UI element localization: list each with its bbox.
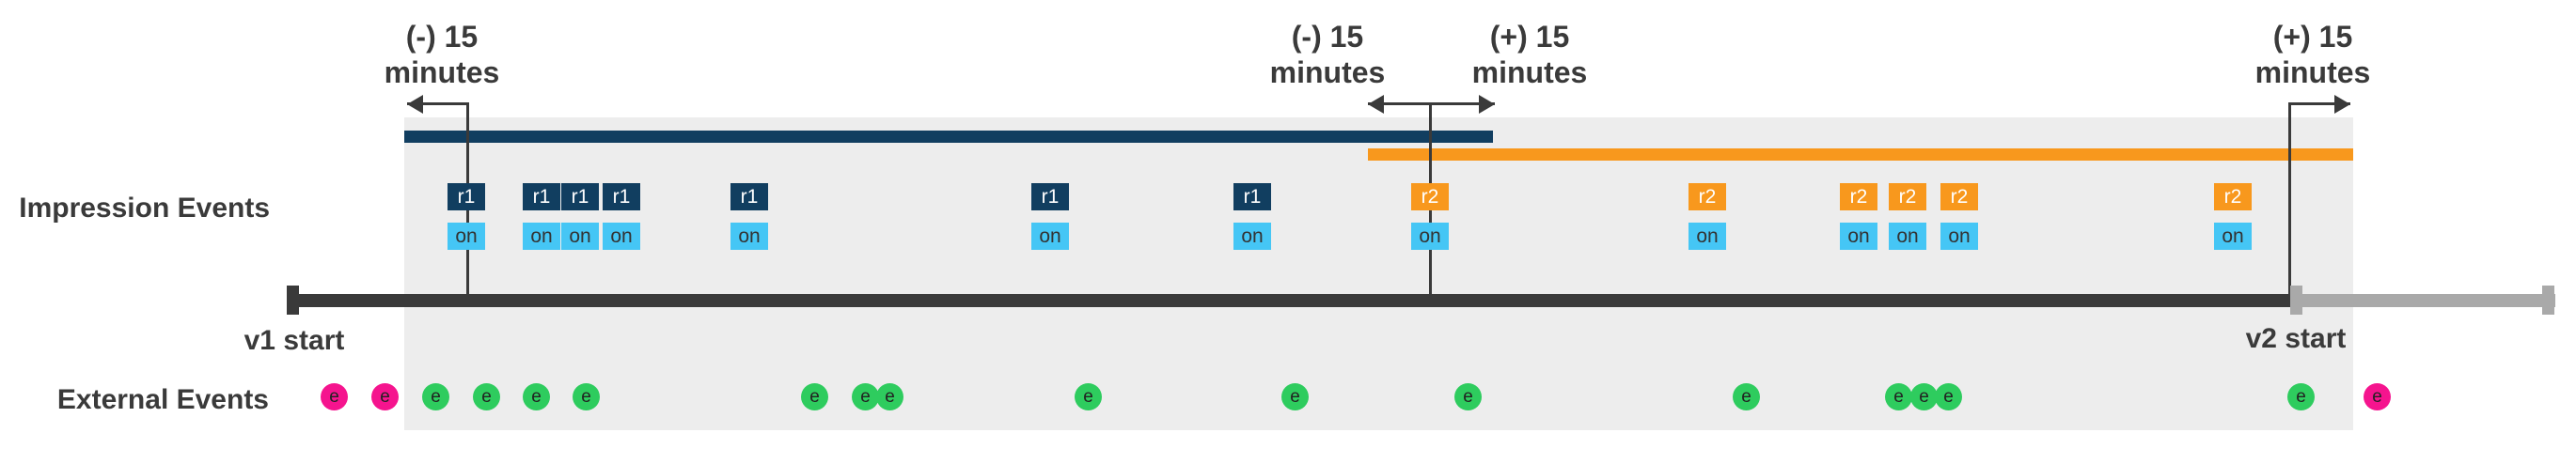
- arrow-head-right-icon: [2334, 95, 2350, 114]
- impression-badge-r1: r1: [561, 183, 599, 210]
- external-event-dot-pink: e: [371, 383, 399, 410]
- arrow-head-left-icon: [1368, 95, 1384, 114]
- external-event-dot-green: e: [1935, 383, 1962, 410]
- offset-annotation-line2: minutes: [384, 55, 500, 89]
- external-event-dot-green: e: [1281, 383, 1309, 410]
- offset-arrow-line: [1368, 102, 1495, 105]
- v2-start-label: v2 start: [2245, 323, 2347, 354]
- impression-badge-r2: r2: [1411, 183, 1449, 210]
- external-event-dot-green: e: [876, 383, 903, 410]
- offset-arrow-line: [407, 102, 467, 105]
- external-event-dot-green: e: [1075, 383, 1102, 410]
- v1-timeline: [287, 294, 2292, 307]
- external-event-dot-green: e: [1733, 383, 1760, 410]
- impression-on-badge: on: [561, 223, 599, 250]
- impression-on-badge: on: [1031, 223, 1069, 250]
- impression-badge-r2: r2: [1840, 183, 1877, 210]
- impression-badge-r1: r1: [730, 183, 768, 210]
- impression-on-badge: on: [603, 223, 640, 250]
- impression-badge-r1: r1: [1233, 183, 1271, 210]
- analysis-window-panel: [404, 117, 2353, 430]
- external-event-dot-green: e: [852, 383, 879, 410]
- impression-on-badge: on: [1940, 223, 1978, 250]
- external-event-dot-green: e: [523, 383, 550, 410]
- arrow-head-left-icon: [407, 95, 423, 114]
- impression-badge-r2: r2: [1689, 183, 1726, 210]
- offset-annotation-line2: minutes: [1269, 55, 1386, 89]
- offset-annotation-line1: (-) 15: [405, 20, 479, 54]
- impression-on-badge: on: [448, 223, 485, 250]
- offset-arrow-line: [2289, 102, 2350, 105]
- external-events-row-label: External Events: [56, 384, 269, 415]
- impression-badge-r1: r1: [603, 183, 640, 210]
- timeline-end-tick: [2542, 286, 2554, 315]
- impression-on-badge: on: [730, 223, 768, 250]
- external-event-dot-green: e: [422, 383, 449, 410]
- impression-events-row-label: Impression Events: [19, 193, 270, 224]
- impression-badge-r1: r1: [1031, 183, 1069, 210]
- v2-start-tick: [2290, 286, 2302, 315]
- impression-on-badge: on: [1411, 223, 1449, 250]
- external-event-dot-green: e: [1454, 383, 1482, 410]
- impression-on-badge: on: [1840, 223, 1877, 250]
- v2-timeline: [2290, 294, 2555, 307]
- offset-annotation-line2: minutes: [1471, 55, 1588, 89]
- external-event-dot-pink: e: [2364, 383, 2391, 410]
- external-event-dot-green: e: [1885, 383, 1912, 410]
- external-event-dot-green: e: [801, 383, 828, 410]
- offset-annotation-line2: minutes: [2254, 55, 2371, 89]
- impression-on-badge: on: [523, 223, 560, 250]
- external-event-dot-green: e: [1910, 383, 1938, 410]
- impression-badge-r2: r2: [2214, 183, 2252, 210]
- impression-on-badge: on: [2214, 223, 2252, 250]
- v1-start-tick: [287, 286, 299, 315]
- v1-start-label: v1 start: [243, 325, 345, 356]
- offset-guide-line: [2288, 102, 2291, 295]
- offset-annotation-line1: (+) 15: [2272, 20, 2353, 54]
- impression-on-badge: on: [1889, 223, 1926, 250]
- impression-badge-r2: r2: [1940, 183, 1978, 210]
- impression-badge-r1: r1: [523, 183, 560, 210]
- impression-badge-r1: r1: [448, 183, 485, 210]
- external-event-dot-green: e: [473, 383, 500, 410]
- offset-annotation-line1: (-) 15: [1291, 20, 1364, 54]
- external-event-dot-green: e: [2287, 383, 2315, 410]
- impression-on-badge: on: [1689, 223, 1726, 250]
- impression-badge-r2: r2: [1889, 183, 1926, 210]
- impression-on-badge: on: [1233, 223, 1271, 250]
- v1-impression-window-bar: [404, 131, 1493, 143]
- offset-annotation-line1: (+) 15: [1489, 20, 1570, 54]
- external-event-dot-green: e: [573, 383, 600, 410]
- v2-impression-window-bar: [1368, 148, 2353, 161]
- arrow-head-right-icon: [1479, 95, 1495, 114]
- external-event-dot-pink: e: [321, 383, 348, 410]
